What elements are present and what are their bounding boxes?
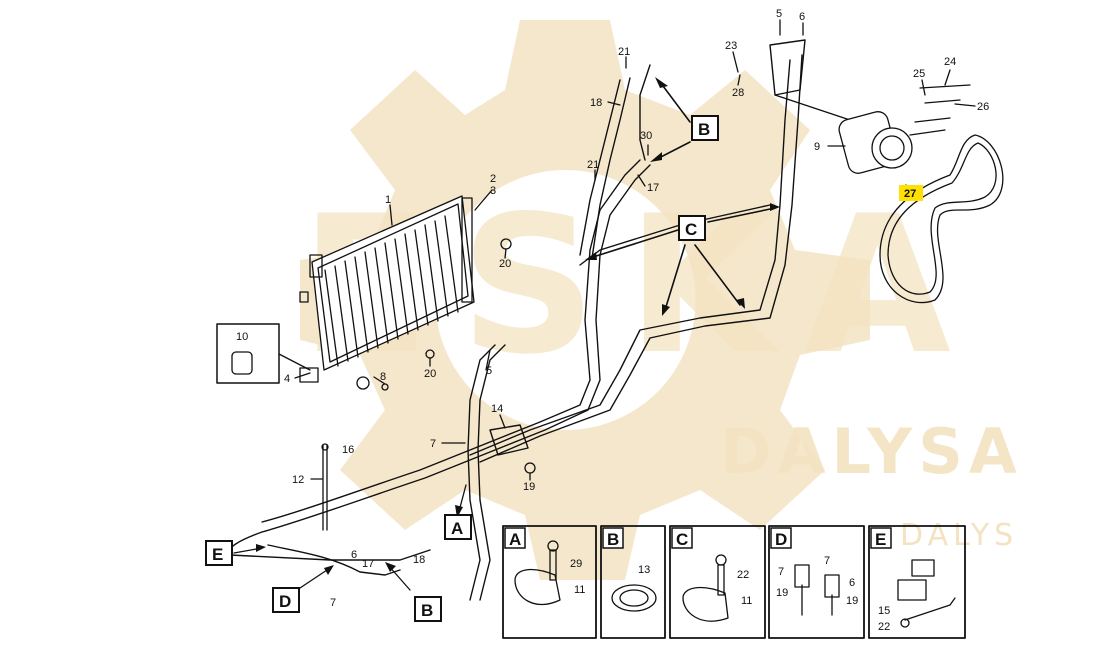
callout-5a: 5 bbox=[486, 365, 492, 377]
callout-19a: 19 bbox=[523, 481, 535, 493]
callout-21a: 21 bbox=[618, 46, 630, 58]
letter-a-main: A bbox=[451, 519, 463, 538]
watermark-gear-icon bbox=[300, 20, 870, 580]
letter-b-top: B bbox=[698, 120, 710, 139]
callout-14: 14 bbox=[491, 403, 503, 415]
callout-21b: 21 bbox=[587, 159, 599, 171]
callout-11b: 11 bbox=[741, 595, 752, 607]
callout-19c: 19 bbox=[846, 595, 858, 607]
callout-30: 30 bbox=[640, 130, 652, 142]
drive-belt bbox=[879, 134, 1004, 304]
panel-e-label: E bbox=[875, 530, 886, 549]
callout-4: 4 bbox=[284, 373, 290, 385]
callout-23: 23 bbox=[725, 40, 737, 52]
callout-24: 24 bbox=[944, 56, 956, 68]
callout-8: 8 bbox=[380, 371, 386, 383]
legend-panels bbox=[502, 525, 966, 639]
callout-22b: 22 bbox=[878, 621, 890, 633]
highlight-27 bbox=[899, 185, 923, 201]
panel-d-label: D bbox=[775, 530, 787, 549]
callout-20a: 20 bbox=[499, 258, 511, 270]
callout-18b: 18 bbox=[413, 554, 425, 566]
callout-16: 16 bbox=[342, 444, 354, 456]
condenser bbox=[299, 195, 475, 371]
callout-13: 13 bbox=[638, 564, 650, 576]
callout-7c: 7 bbox=[778, 566, 784, 578]
callout-12: 12 bbox=[292, 474, 304, 486]
callout-6c: 6 bbox=[849, 577, 855, 589]
callout-6b: 6 bbox=[351, 549, 357, 561]
callout-28: 28 bbox=[732, 87, 744, 99]
letter-boxes bbox=[205, 115, 719, 622]
callout-15: 15 bbox=[878, 605, 890, 617]
callout-2: 2 bbox=[490, 173, 496, 185]
letter-d-main: D bbox=[279, 592, 291, 611]
callout-3: 3 bbox=[490, 185, 496, 197]
callout-6a: 6 bbox=[799, 11, 805, 23]
callout-1: 1 bbox=[385, 194, 391, 206]
letter-b-bottom: B bbox=[421, 601, 433, 620]
callout-10: 10 bbox=[236, 331, 248, 343]
panel-a-label: A bbox=[509, 530, 521, 549]
callout-22a: 22 bbox=[737, 569, 749, 581]
callout-25: 25 bbox=[913, 68, 925, 80]
callout-7a: 7 bbox=[430, 438, 436, 450]
callout-27: 27 bbox=[904, 188, 916, 200]
callout-19b: 19 bbox=[776, 587, 788, 599]
callout-7b: 7 bbox=[330, 597, 336, 609]
callout-26: 26 bbox=[977, 101, 989, 113]
ac-hoses bbox=[228, 39, 851, 601]
callout-11a: 11 bbox=[574, 584, 585, 596]
letter-e-main: E bbox=[212, 545, 223, 564]
callout-29: 29 bbox=[570, 558, 582, 570]
panel-c-label: C bbox=[676, 530, 688, 549]
compressor bbox=[838, 84, 971, 174]
callout-17a: 17 bbox=[647, 182, 659, 194]
callout-9: 9 bbox=[814, 141, 820, 153]
callout-5b: 5 bbox=[776, 8, 782, 20]
letter-c-main: C bbox=[685, 220, 697, 239]
callout-20b: 20 bbox=[424, 368, 436, 380]
callout-18a: 18 bbox=[590, 97, 602, 109]
panel-b-label: B bbox=[607, 530, 619, 549]
callout-7d: 7 bbox=[824, 555, 830, 567]
callout-17b: 17 bbox=[362, 558, 374, 570]
